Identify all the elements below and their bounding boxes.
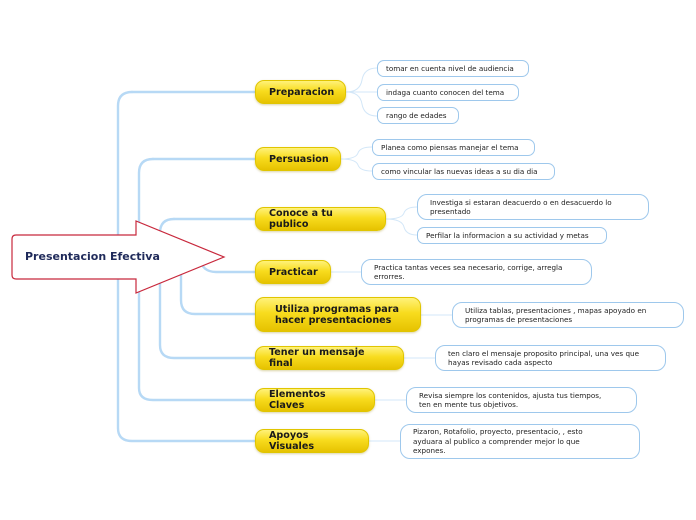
- leaf-link-2a: [340, 146, 373, 160]
- leaf-label: tomar en cuenta nivel de audiencia: [386, 63, 514, 73]
- branch-persuasion[interactable]: Persuasion: [255, 147, 341, 171]
- trunk-4: [179, 256, 257, 316]
- leaf-node[interactable]: Pizaron, Rotafolio, proyecto, presentaci…: [400, 424, 640, 459]
- leaf-node[interactable]: tomar en cuenta nivel de audiencia: [377, 60, 529, 77]
- branch-label: Conoce a tu publico: [269, 208, 333, 230]
- trunk-outer: [116, 90, 257, 443]
- branch-label: Preparacion: [269, 86, 335, 98]
- leaf-label: Practica tantas veces sea necesario, cor…: [374, 262, 563, 282]
- leaf-label: Revisa siempre los contenidos, ajusta tu…: [419, 390, 602, 410]
- branch-label: Tener un mensaje final: [269, 347, 365, 369]
- leaf-link-3b: [385, 218, 418, 236]
- leaf-label: rango de edades: [386, 110, 447, 120]
- leaf-label: indaga cuanto conocen del tema: [386, 87, 505, 97]
- branch-label: Persuasion: [269, 153, 329, 165]
- branch-label: Utiliza programas para hacer presentacio…: [275, 303, 399, 326]
- trunk-2: [137, 157, 257, 402]
- leaf-link-3a: [385, 206, 418, 220]
- leaf-node[interactable]: Utiliza tablas, presentaciones , mapas a…: [452, 302, 684, 328]
- leaf-label: Pizaron, Rotafolio, proyecto, presentaci…: [413, 427, 583, 456]
- branch-label: Elementos Claves: [269, 389, 326, 411]
- branch-label: Practicar: [269, 266, 318, 278]
- branch-preparacion[interactable]: Preparacion: [255, 80, 346, 104]
- leaf-node[interactable]: Planea como piensas manejar el tema: [372, 139, 535, 156]
- branch-practicar[interactable]: Practicar: [255, 260, 331, 284]
- branch-tener-un-mensaje-final[interactable]: Tener un mensaje final: [255, 346, 404, 370]
- leaf-node[interactable]: Revisa siempre los contenidos, ajusta tu…: [406, 387, 637, 413]
- leaf-node[interactable]: Perfilar la informacion a su actividad y…: [417, 227, 607, 244]
- leaf-node[interactable]: indaga cuanto conocen del tema: [377, 84, 519, 101]
- leaf-link-2b: [340, 158, 373, 172]
- leaf-label: Investiga si estaran deacuerdo o en desa…: [430, 197, 612, 217]
- leaf-label: Utiliza tablas, presentaciones , mapas a…: [465, 305, 647, 325]
- leaf-node[interactable]: Practica tantas veces sea necesario, cor…: [361, 259, 592, 285]
- leaf-node[interactable]: rango de edades: [377, 107, 459, 124]
- leaf-node[interactable]: como vincular las nuevas ideas a su dia …: [372, 163, 555, 180]
- branch-label: Apoyos Visuales: [269, 430, 315, 452]
- branch-conoce-a-tu-publico[interactable]: Conoce a tu publico: [255, 207, 386, 231]
- trunk-3: [158, 217, 257, 360]
- leaf-node[interactable]: ten claro el mensaje proposito principal…: [435, 345, 666, 371]
- central-topic[interactable]: Presentacion Efectiva: [25, 250, 160, 263]
- leaf-label: Perfilar la informacion a su actividad y…: [426, 230, 589, 240]
- branch-apoyos-visuales[interactable]: Apoyos Visuales: [255, 429, 369, 453]
- leaf-link-1c: [345, 91, 378, 117]
- leaf-label: como vincular las nuevas ideas a su dia …: [381, 166, 538, 176]
- central-arrow-shape: [11, 220, 226, 294]
- branch-elementos-claves[interactable]: Elementos Claves: [255, 388, 375, 412]
- leaf-node[interactable]: Investiga si estaran deacuerdo o en desa…: [417, 194, 649, 220]
- leaf-label: ten claro el mensaje proposito principal…: [448, 348, 640, 368]
- branch-utiliza-programas[interactable]: Utiliza programas para hacer presentacio…: [255, 297, 421, 332]
- leaf-label: Planea como piensas manejar el tema: [381, 142, 519, 152]
- leaf-link-1a: [345, 67, 378, 93]
